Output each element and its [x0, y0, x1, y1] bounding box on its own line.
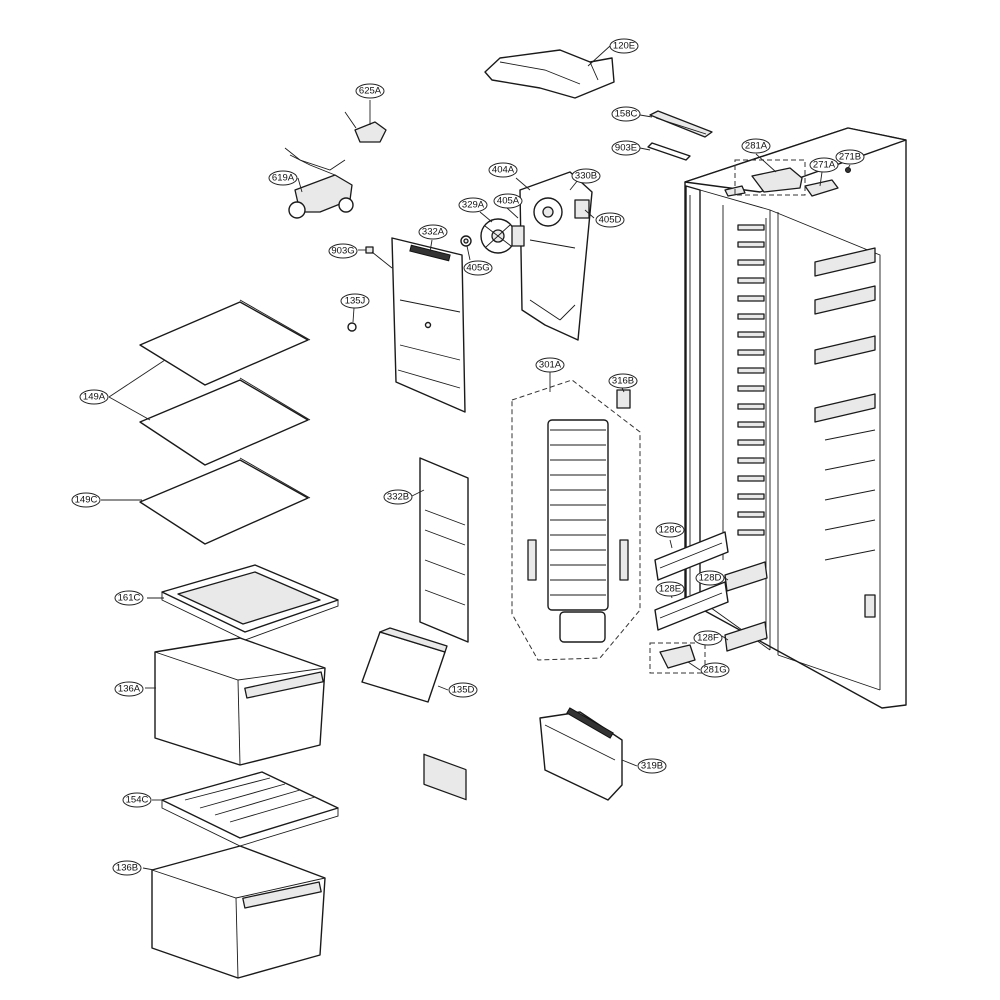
- cover-625A: [344, 111, 387, 143]
- callout-label: 128F: [697, 633, 719, 644]
- callout-329A: 329A: [458, 197, 488, 213]
- callout-128F: 128F: [693, 630, 723, 646]
- callout-label: 158C: [615, 109, 638, 120]
- callout-149A: 149A: [79, 389, 109, 405]
- washer-405G: [460, 235, 472, 247]
- callout-label: 149C: [75, 495, 98, 506]
- callout-301A: 301A: [535, 357, 565, 373]
- callout-label: 281G: [703, 665, 726, 676]
- callout-120E: 120E: [609, 38, 639, 54]
- crisper-drawer-136A: [154, 637, 326, 766]
- evaporator-301A: [511, 379, 641, 661]
- callout-label: 128D: [699, 573, 722, 584]
- callout-label: 135J: [345, 296, 366, 307]
- callout-316B: 316B: [608, 373, 638, 389]
- callout-label: 405G: [466, 263, 489, 274]
- callout-619A: 619A: [268, 170, 298, 186]
- crisper-drawer-136B: [151, 845, 326, 979]
- callout-405D: 405D: [595, 212, 625, 228]
- callout-135D: 135D: [448, 682, 478, 698]
- callout-136A: 136A: [114, 681, 144, 697]
- cabinet: [684, 127, 907, 709]
- callout-903G: 903G: [328, 243, 358, 259]
- crisper-cover-161C: [161, 564, 339, 641]
- bracket-128C: [654, 531, 729, 581]
- callout-label: 271B: [839, 152, 861, 163]
- callout-319B: 319B: [637, 758, 667, 774]
- sensor-316B: [616, 389, 631, 409]
- callout-label: 154C: [126, 795, 149, 806]
- callout-128E: 128E: [655, 581, 685, 597]
- callout-label: 329A: [462, 200, 485, 211]
- callout-405A: 405A: [493, 193, 523, 209]
- callout-label: 619A: [272, 173, 295, 184]
- clip-903G: [365, 246, 393, 269]
- evaporator-cover-332A: [391, 237, 466, 413]
- duct-332B: [419, 457, 469, 801]
- fan-shroud-330B: [519, 171, 593, 341]
- callout-149C: 149C: [71, 492, 101, 508]
- callout-404A: 404A: [488, 162, 518, 178]
- callout-label: 903E: [615, 143, 637, 154]
- callout-label: 405D: [599, 215, 622, 226]
- callout-label: 120E: [613, 41, 635, 52]
- callout-label: 404A: [492, 165, 515, 176]
- callout-label: 149A: [83, 392, 106, 403]
- callout-label: 128C: [659, 525, 682, 536]
- callout-label: 161C: [118, 593, 141, 604]
- rail-128F: [724, 621, 768, 652]
- hinge-281G: [649, 642, 706, 674]
- glass-shelf-upper: [139, 299, 311, 386]
- screw-135J: [347, 322, 357, 332]
- water-valve-619A: [284, 147, 354, 219]
- callout-label: 281A: [745, 141, 768, 152]
- callout-label: 271A: [813, 160, 836, 171]
- crisper-cover-154C: [161, 771, 339, 847]
- callout-332B: 332B: [383, 489, 413, 505]
- callout-154C: 154C: [122, 792, 152, 808]
- callout-128C: 128C: [655, 522, 685, 538]
- callout-135J: 135J: [340, 293, 370, 309]
- callout-405G: 405G: [463, 260, 493, 276]
- callout-161C: 161C: [114, 590, 144, 606]
- callout-label: 330B: [575, 171, 597, 182]
- callout-271A: 271A: [809, 157, 839, 173]
- callout-330B: 330B: [571, 168, 601, 184]
- callout-label: 332B: [387, 492, 409, 503]
- bracket-128E: [654, 581, 729, 631]
- bracket-158C: [649, 110, 713, 138]
- top-hinge-parts: [724, 159, 851, 197]
- callout-label: 625A: [359, 86, 382, 97]
- callout-label: 128E: [659, 584, 681, 595]
- callout-625A: 625A: [355, 83, 385, 99]
- callout-281G: 281G: [700, 662, 730, 678]
- freezer-shelf-rails: [737, 224, 765, 536]
- callout-158C: 158C: [611, 106, 641, 122]
- callout-136B: 136B: [112, 860, 142, 876]
- glass-shelf-lower: [139, 457, 311, 545]
- gasket-903E: [647, 142, 691, 161]
- callout-label: 136B: [116, 863, 138, 874]
- rail-128D: [724, 561, 768, 592]
- callout-label: 332A: [422, 227, 445, 238]
- callout-label: 405A: [497, 196, 520, 207]
- glass-shelf-middle: [139, 377, 311, 466]
- cover-135D: [361, 627, 448, 703]
- callout-label: 316B: [612, 376, 634, 387]
- callout-271B: 271B: [835, 149, 865, 165]
- callout-label: 319B: [641, 761, 663, 772]
- callout-label: 301A: [539, 360, 562, 371]
- callout-903E: 903E: [611, 140, 641, 156]
- callout-label: 903G: [331, 246, 354, 257]
- top-cover-120E: [484, 49, 615, 99]
- callout-label: 135D: [452, 685, 475, 696]
- callout-label: 136A: [118, 684, 141, 695]
- callout-128D: 128D: [695, 570, 725, 586]
- callout-332A: 332A: [418, 224, 448, 240]
- fan-blade-329A: [480, 218, 525, 254]
- callout-281A: 281A: [741, 138, 771, 154]
- fresh-food-shelf-rails: [814, 247, 876, 618]
- cover-319B: [539, 707, 623, 801]
